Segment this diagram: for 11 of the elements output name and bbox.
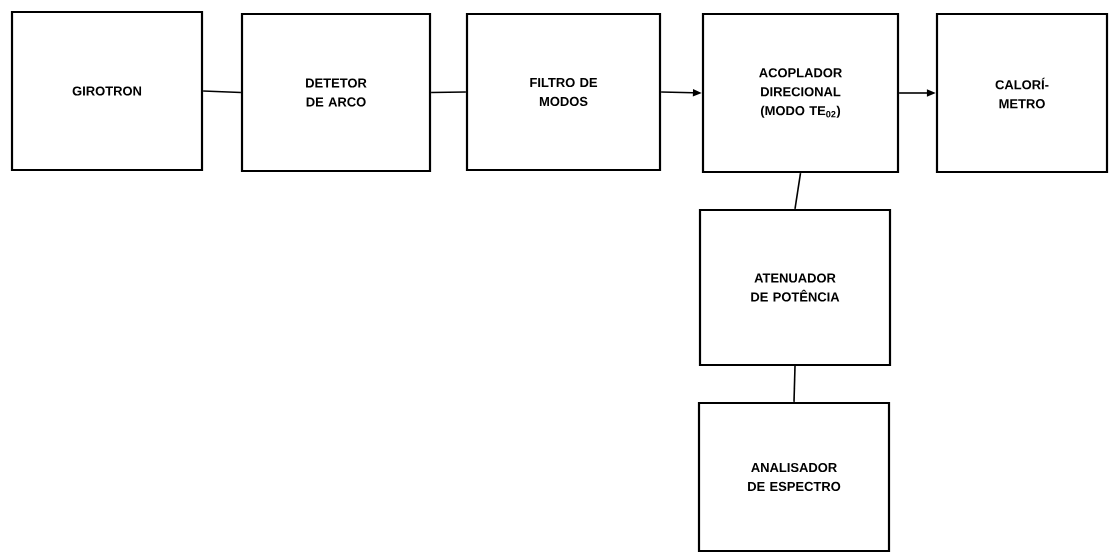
connector-line — [794, 172, 802, 210]
process-box: ANALISADOR DE ESPECTRO — [697, 401, 891, 553]
connector-line — [793, 365, 796, 403]
connector-line — [430, 91, 467, 94]
process-box: ATENUADOR DE POTÊNCIA — [698, 208, 892, 367]
process-box: FILTRO DE MODOS — [465, 12, 662, 172]
connector-line — [202, 90, 242, 94]
process-box: DETETOR DE ARCO — [240, 12, 432, 173]
process-box: GIROTRON — [10, 10, 204, 172]
process-box: ACOPLADOR DIRECIONAL (MODO TE$_{02}$) — [701, 12, 900, 174]
process-box: CALORÍ- METRO — [935, 12, 1109, 174]
